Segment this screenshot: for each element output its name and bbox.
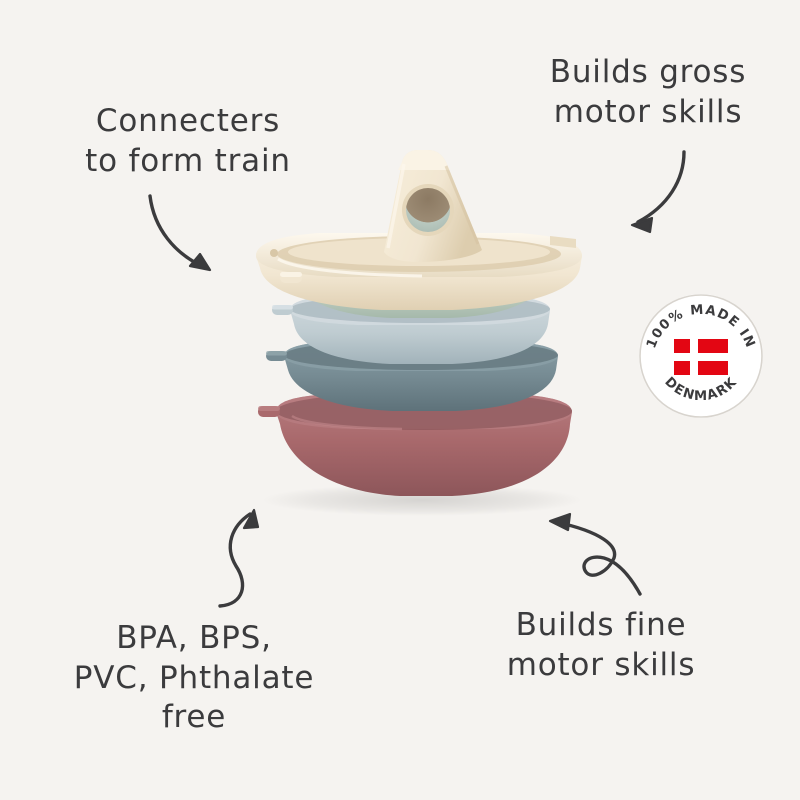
- stacking-boats-product-image: [232, 140, 604, 516]
- badge-ring: [639, 294, 763, 418]
- arrow-fine-motor-icon: [548, 512, 642, 596]
- connector-peg-cream: [280, 272, 302, 283]
- annotation-fine-motor: Builds fine motor skills: [506, 607, 696, 684]
- annotation-material-safety: BPA, BPS, PVC, Phthalate free: [73, 620, 315, 736]
- connector-peg-slate: [266, 351, 287, 361]
- annotation-gross-motor: Builds gross motor skills: [549, 54, 747, 131]
- arrow-material-safety-icon: [218, 508, 260, 608]
- danish-flag-icon: [674, 339, 728, 375]
- connector-peg-rose: [258, 406, 280, 417]
- made-in-denmark-badge: 100% MADE IN DENMARK: [637, 292, 765, 420]
- arrow-gross-motor-icon: [630, 150, 686, 234]
- boat-funnel: [384, 150, 482, 262]
- funnel-porthole-icon: [402, 184, 454, 236]
- annotation-connecters: Connecters to form train: [85, 103, 291, 180]
- product-shadow: [262, 484, 582, 516]
- connector-peg-lightblue: [272, 305, 293, 315]
